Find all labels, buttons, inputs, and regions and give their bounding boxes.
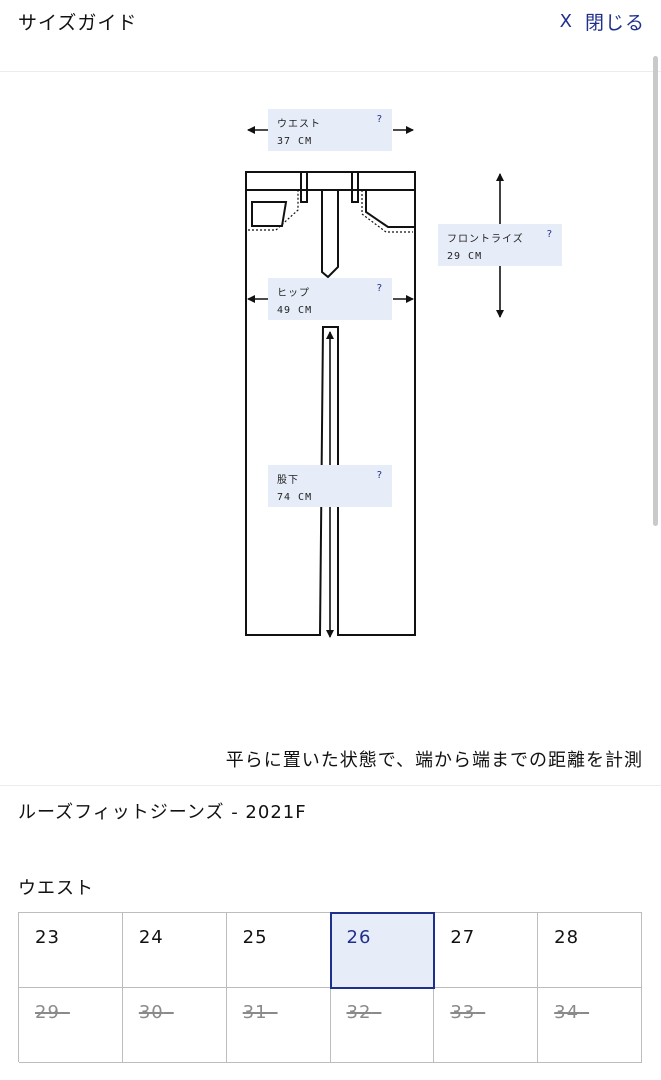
measurement-value: 37 CM: [277, 136, 313, 147]
measurement-name: フロントライズ: [447, 234, 524, 245]
measurement-name: ヒップ: [277, 288, 310, 299]
scrollbar[interactable]: [653, 56, 658, 526]
size-option[interactable]: 26: [329, 912, 436, 989]
size-label: 23: [35, 927, 60, 948]
size-option[interactable]: 34: [538, 988, 642, 1063]
size-label: 31: [243, 1002, 278, 1023]
measurement-name: ウエスト: [277, 119, 321, 130]
size-label: 25: [242, 927, 268, 948]
measurement-waist: ウエスト ? 37 CM: [268, 109, 392, 151]
size-label: 28: [554, 927, 580, 948]
size-label: 33: [450, 1002, 485, 1023]
jeans-illustration: [245, 126, 504, 638]
product-name: ルーズフィットジーンズ - 2021F: [18, 802, 307, 823]
help-icon[interactable]: ?: [376, 283, 382, 294]
close-label: 閉じる: [584, 12, 645, 34]
size-label: 29: [35, 1002, 70, 1023]
size-label: 26: [346, 927, 372, 948]
measurement-value: 29 CM: [447, 251, 483, 262]
size-label: 24: [138, 927, 164, 948]
size-label: 27: [450, 927, 476, 948]
size-option[interactable]: 30: [122, 988, 227, 1063]
measurement-value: 49 CM: [277, 305, 313, 316]
close-icon: X: [559, 11, 573, 32]
size-option[interactable]: 31: [226, 988, 331, 1063]
measurement-note: 平らに置いた状態で、端から端までの距離を計測: [225, 750, 643, 771]
size-option[interactable]: 27: [434, 913, 539, 988]
size-section-label: ウエスト: [18, 878, 94, 899]
help-icon[interactable]: ?: [546, 229, 552, 240]
page-title: サイズガイド: [18, 12, 138, 34]
size-grid: 23 24 25 26 27 28 29 30 31 32 33 34: [18, 912, 642, 1063]
measurement-value: 74 CM: [277, 492, 313, 503]
size-option[interactable]: 23: [19, 913, 123, 988]
help-icon[interactable]: ?: [376, 114, 382, 125]
size-option[interactable]: 24: [122, 913, 227, 988]
measurement-front-rise: フロントライズ ? 29 CM: [438, 224, 562, 266]
size-label: 30: [139, 1002, 174, 1023]
size-option[interactable]: 25: [226, 913, 331, 988]
size-label: 32: [347, 1002, 382, 1023]
size-option[interactable]: 28: [538, 913, 642, 988]
size-option[interactable]: 29: [19, 988, 123, 1063]
help-icon[interactable]: ?: [376, 470, 382, 481]
jeans-diagram: ウエスト ? 37 CM フロントライズ ? 29 CM ヒップ ? 49 CM…: [0, 72, 661, 712]
close-button[interactable]: X 閉じる: [560, 8, 645, 35]
size-option[interactable]: 33: [434, 988, 539, 1063]
size-guide-header: サイズガイド X 閉じる: [0, 0, 661, 72]
measurement-hip: ヒップ ? 49 CM: [268, 278, 392, 320]
divider: [0, 785, 661, 786]
size-label: 34: [554, 1002, 589, 1023]
size-option[interactable]: 32: [330, 988, 435, 1063]
measurement-inseam: 股下 ? 74 CM: [268, 465, 392, 507]
measurement-name: 股下: [277, 475, 299, 486]
